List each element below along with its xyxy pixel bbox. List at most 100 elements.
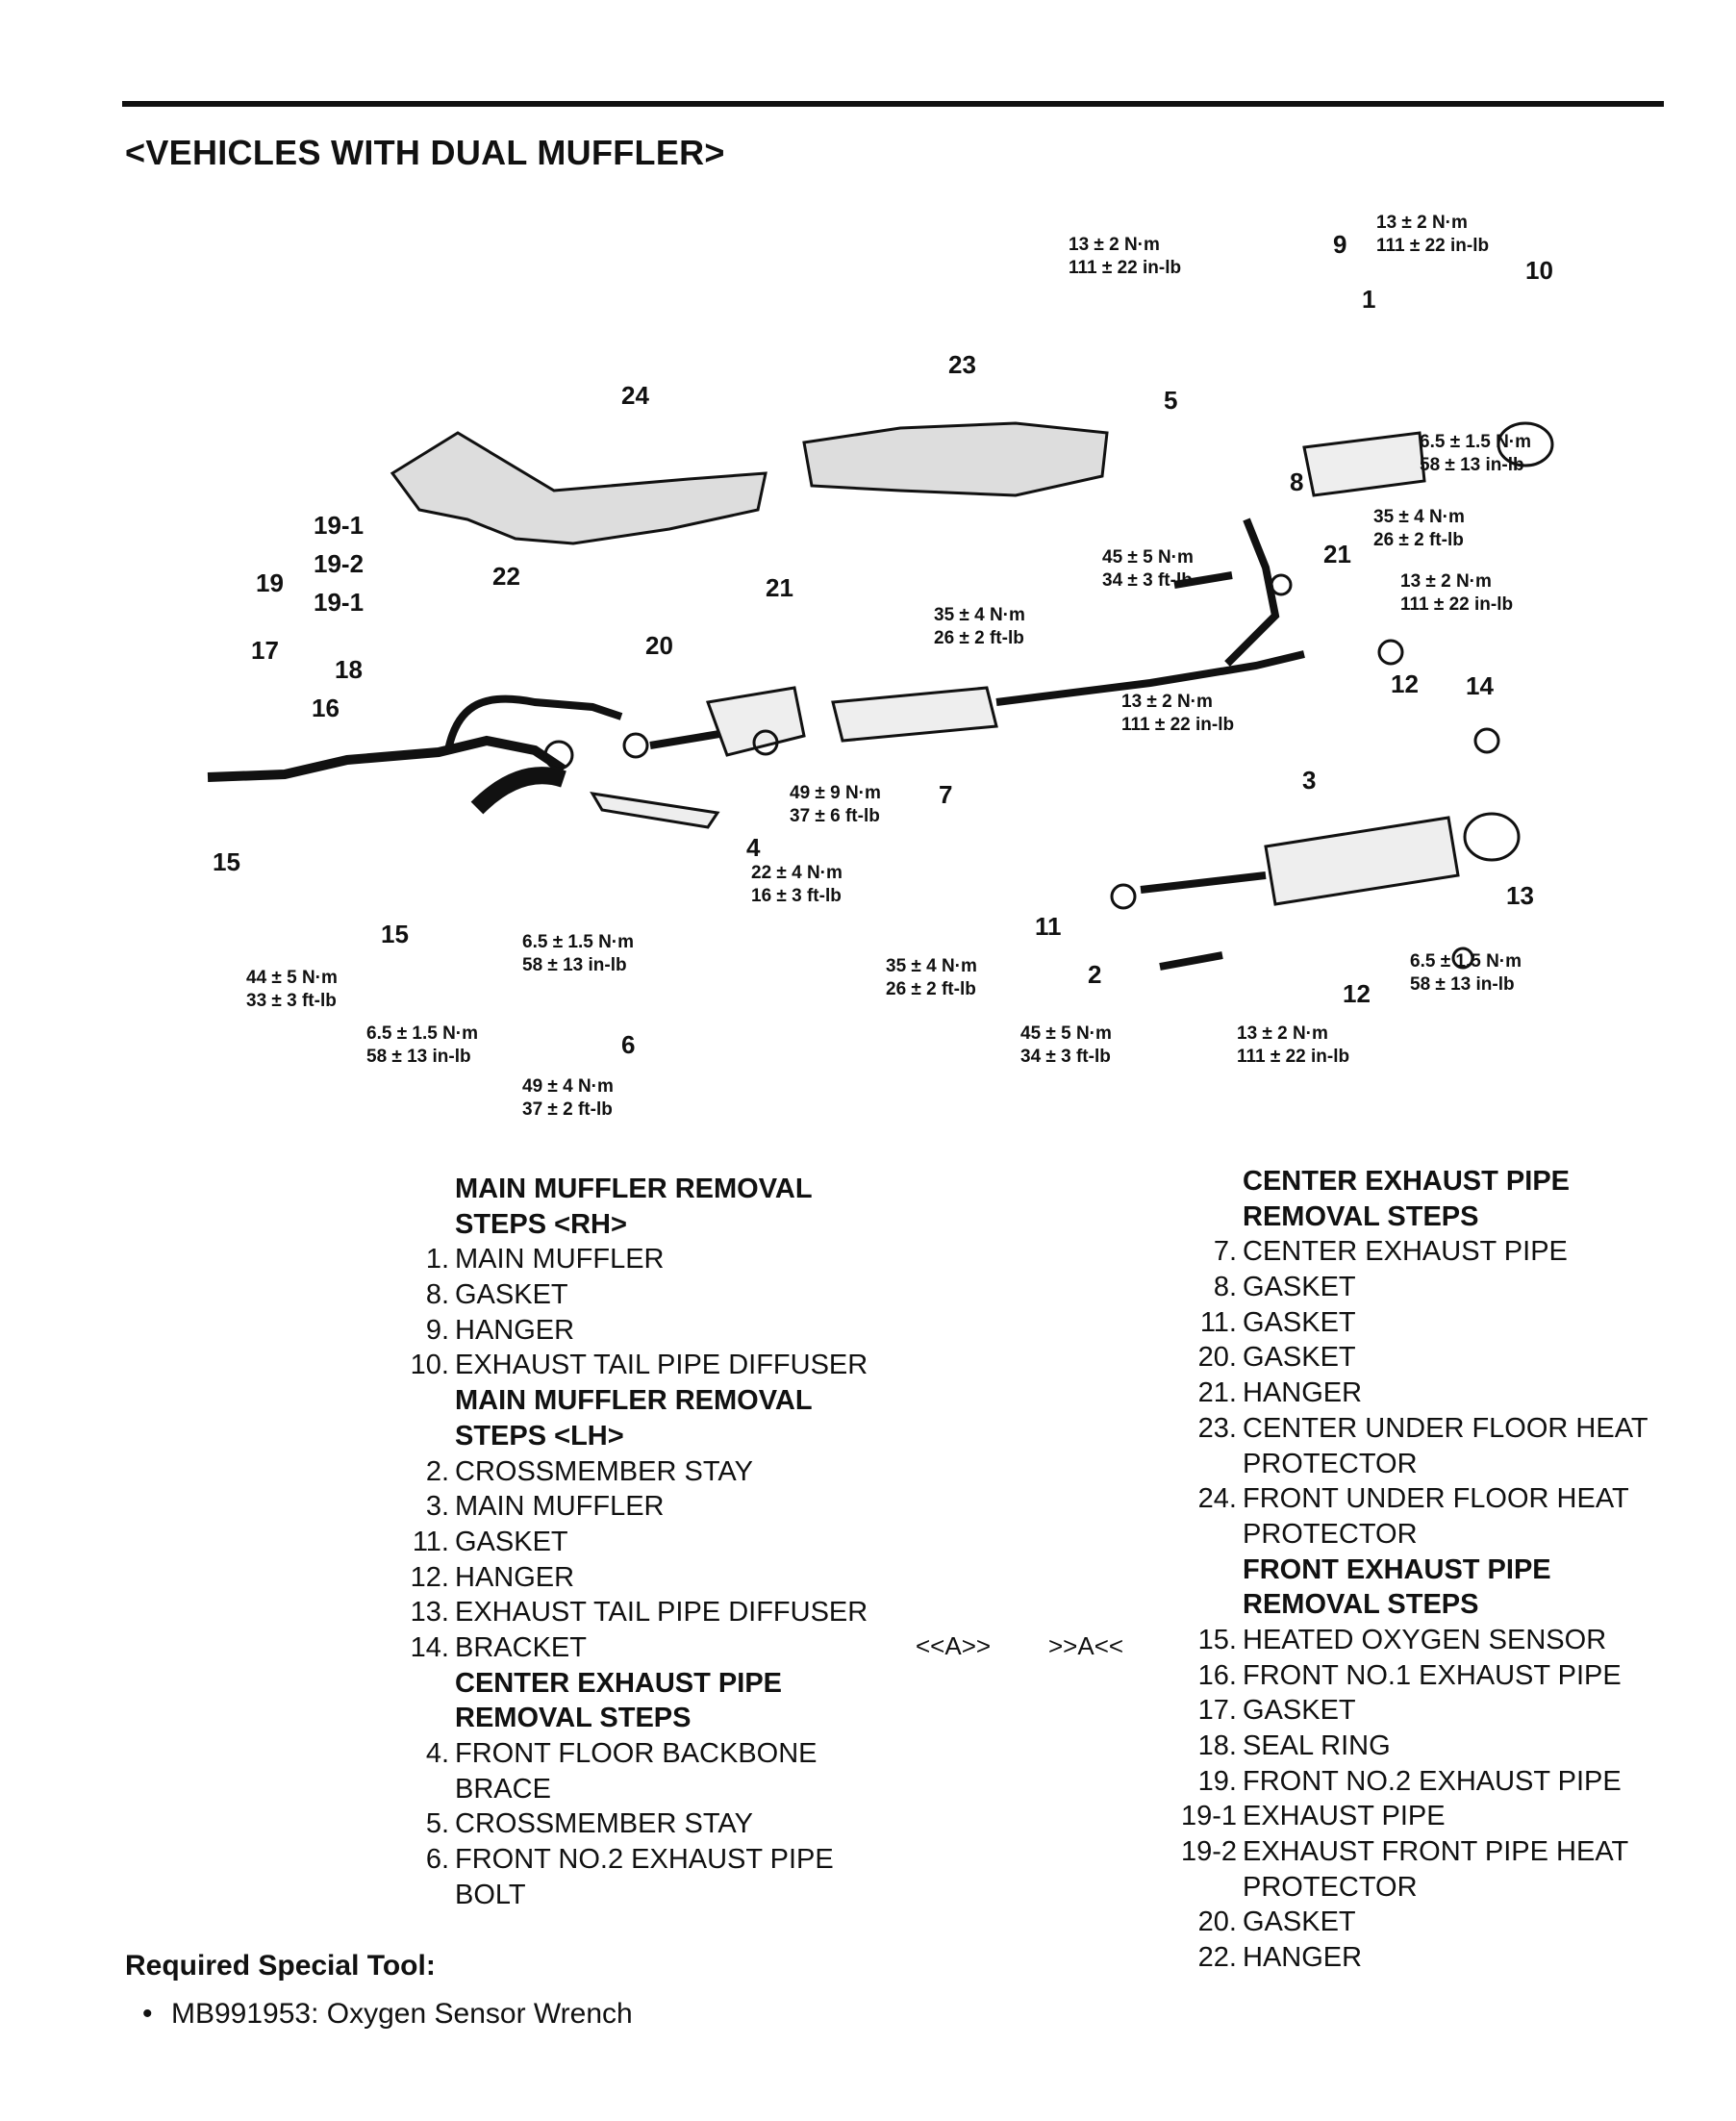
step-text: MAIN MUFFLER REMOVAL [455, 1385, 813, 1417]
reference-mark-installation: >>A<< [1048, 1631, 1124, 1660]
callout-6: 6 [621, 1030, 635, 1059]
callout-11: 11 [1035, 912, 1062, 941]
step-number: 19. [1197, 1765, 1237, 1797]
step-number: 21. [1197, 1377, 1237, 1409]
step-text: MAIN MUFFLER REMOVAL [455, 1174, 813, 1204]
step-text: FRONT EXHAUST PIPE [1243, 1553, 1551, 1585]
step-number: 23. [1197, 1412, 1237, 1444]
step-text: BRACE [455, 1773, 551, 1805]
step-text: MAIN MUFFLER [455, 1244, 665, 1275]
svg-text:44 ± 5 N·m33 ± 3 ft-lb: 44 ± 5 N·m33 ± 3 ft-lb [246, 968, 338, 1011]
callout-18: 18 [335, 655, 363, 684]
step-text: GASKET [455, 1526, 568, 1557]
step-number: 24. [1197, 1483, 1237, 1515]
step-text: FRONT UNDER FLOOR HEAT [1243, 1483, 1629, 1515]
exhaust-exploded-diagram: 9 1 10 23 24 5 8 21 19-1 19-2 19 19-1 22… [207, 213, 1554, 1120]
step-number: 20. [1197, 1342, 1237, 1374]
step-text: EXHAUST PIPE [1243, 1801, 1446, 1832]
special-tool-item: •MB991953: Oxygen Sensor Wrench [142, 1998, 633, 2030]
step-text: HEATED OXYGEN SENSOR [1243, 1624, 1607, 1655]
callout-15b: 15 [381, 920, 409, 948]
callout-3: 3 [1302, 766, 1316, 795]
callout-19-2: 19-2 [314, 549, 364, 578]
callout-19-1: 19-1 [314, 511, 364, 540]
callout-19-1b: 19-1 [314, 588, 364, 617]
callout-21b: 21 [766, 573, 793, 602]
step-number: 11. [412, 1526, 449, 1557]
step-text: SEAL RING [1243, 1730, 1391, 1761]
callout-8: 8 [1290, 467, 1303, 496]
callout-23: 23 [948, 350, 976, 379]
callout-12b: 12 [1343, 979, 1371, 1008]
step-text: HANGER [455, 1561, 575, 1593]
special-tool-text: MB991953: Oxygen Sensor Wrench [171, 1998, 633, 2030]
step-text: GASKET [1243, 1906, 1356, 1938]
step-text: STEPS <LH> [455, 1420, 624, 1452]
callout-21: 21 [1323, 540, 1351, 568]
step-number: 8. [425, 1279, 449, 1311]
step-text: EXHAUST TAIL PIPE DIFFUSER [455, 1597, 868, 1629]
step-number: 14. [410, 1631, 449, 1663]
step-text: PROTECTOR [1243, 1448, 1418, 1479]
step-number: 9. [425, 1314, 449, 1346]
callout-4: 4 [746, 833, 761, 862]
svg-text:49 ± 4 N·m37 ± 2 ft-lb: 49 ± 4 N·m37 ± 2 ft-lb [522, 1076, 614, 1120]
svg-text:49 ± 9 N·m37 ± 6 ft-lb: 49 ± 9 N·m37 ± 6 ft-lb [790, 783, 881, 826]
step-number: 16. [1197, 1659, 1237, 1691]
step-number: 10. [410, 1350, 449, 1381]
diagram-callouts: 9 1 10 23 24 5 8 21 19-1 19-2 19 19-1 22… [213, 230, 1553, 1059]
step-text: BOLT [455, 1879, 526, 1910]
step-text: PROTECTOR [1243, 1518, 1418, 1550]
svg-text:6.5 ± 1.5 N·m58 ± 13 in-lb: 6.5 ± 1.5 N·m58 ± 13 in-lb [1420, 432, 1531, 475]
callout-17: 17 [251, 636, 279, 665]
step-text: GASKET [1243, 1272, 1356, 1303]
step-text: CENTER EXHAUST PIPE [1243, 1236, 1568, 1268]
step-text: GASKET [455, 1279, 568, 1311]
reference-mark-removal: <<A>> [916, 1631, 992, 1660]
svg-text:45 ± 5 N·m34 ± 3 ft-lb: 45 ± 5 N·m34 ± 3 ft-lb [1102, 547, 1194, 591]
callout-7: 7 [939, 780, 952, 809]
step-text: GASKET [1243, 1342, 1356, 1374]
step-number: 17. [1197, 1695, 1237, 1727]
svg-text:6.5 ± 1.5 N·m58 ± 13 in-lb: 6.5 ± 1.5 N·m58 ± 13 in-lb [522, 932, 634, 975]
step-number: 2. [425, 1455, 449, 1487]
step-text: EXHAUST TAIL PIPE DIFFUSER [455, 1350, 868, 1381]
step-text: FRONT NO.1 EXHAUST PIPE [1243, 1659, 1622, 1691]
callout-22: 22 [492, 562, 520, 591]
step-text: GASKET [1243, 1306, 1356, 1338]
step-text: MAIN MUFFLER [455, 1491, 665, 1523]
step-number: 12. [410, 1561, 449, 1593]
step-number: 6. [425, 1844, 449, 1876]
step-number: 22. [1197, 1942, 1237, 1974]
step-number: 11. [1199, 1306, 1237, 1338]
step-text: HANGER [1243, 1377, 1363, 1409]
callout-19: 19 [256, 568, 284, 597]
step-text: CROSSMEMBER STAY [455, 1808, 753, 1840]
step-number: 3. [425, 1491, 449, 1523]
top-rule [122, 101, 1664, 107]
callout-24: 24 [621, 381, 649, 410]
step-text: REMOVAL STEPS [455, 1703, 692, 1734]
callout-15: 15 [213, 847, 240, 876]
step-text: CENTER EXHAUST PIPE [1243, 1166, 1570, 1197]
step-text: REMOVAL STEPS [1243, 1200, 1479, 1232]
step-number: 7. [1213, 1236, 1237, 1268]
step-text: CENTER UNDER FLOOR HEAT [1243, 1412, 1648, 1444]
svg-text:35 ± 4 N·m26 ± 2 ft-lb: 35 ± 4 N·m26 ± 2 ft-lb [886, 956, 977, 999]
step-text: HANGER [1243, 1942, 1363, 1974]
callout-1: 1 [1362, 285, 1375, 314]
step-number: 18. [1197, 1730, 1237, 1761]
svg-text:35 ± 4 N·m26 ± 2 ft-lb: 35 ± 4 N·m26 ± 2 ft-lb [934, 605, 1025, 648]
svg-text:6.5 ± 1.5 N·m58 ± 13 in-lb: 6.5 ± 1.5 N·m58 ± 13 in-lb [366, 1023, 478, 1067]
step-text: EXHAUST FRONT PIPE HEAT [1243, 1836, 1629, 1868]
step-number: 15. [1197, 1624, 1237, 1655]
step-text: FRONT NO.2 EXHAUST PIPE [1243, 1765, 1622, 1797]
step-number: 19-2 [1180, 1836, 1237, 1868]
special-tool-title: Required Special Tool: [125, 1950, 436, 1982]
